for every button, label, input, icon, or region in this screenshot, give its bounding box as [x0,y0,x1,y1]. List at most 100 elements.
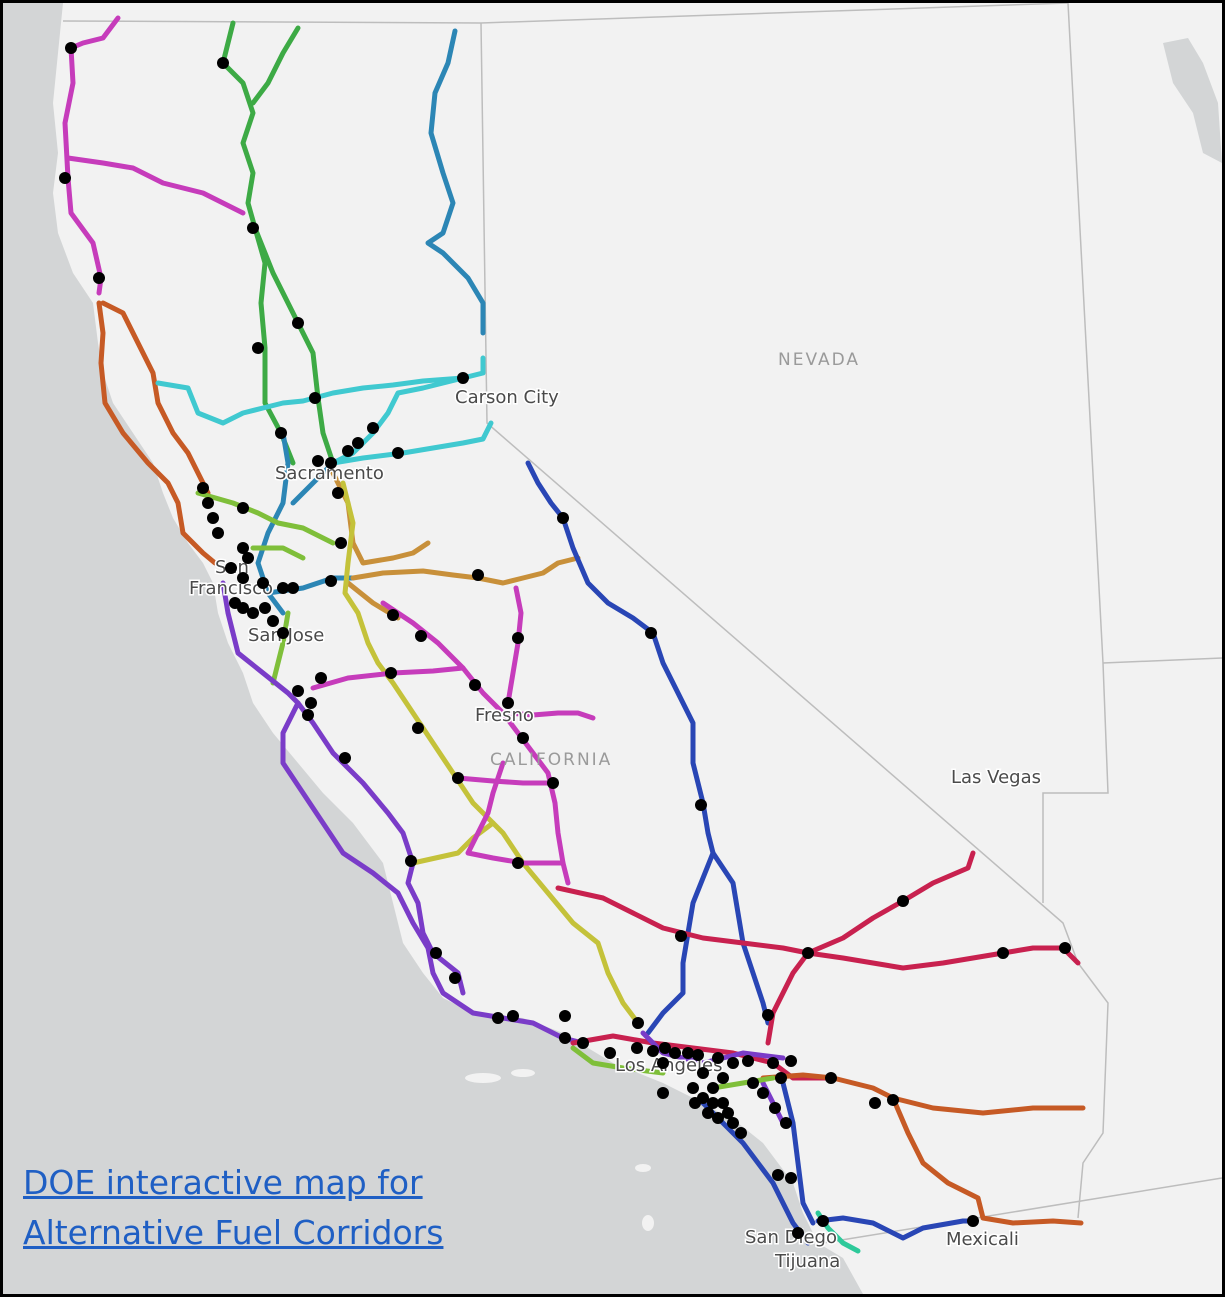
station-marker[interactable] [257,577,269,589]
station-marker[interactable] [869,1097,881,1109]
station-marker[interactable] [645,627,657,639]
station-marker[interactable] [825,1072,837,1084]
station-marker[interactable] [275,427,287,439]
station-marker[interactable] [769,1102,781,1114]
station-marker[interactable] [559,1032,571,1044]
station-marker[interactable] [197,482,209,494]
station-marker[interactable] [367,422,379,434]
station-marker[interactable] [259,602,271,614]
doe-map-link[interactable]: DOE interactive map for Alternative Fuel… [23,1158,443,1258]
station-marker[interactable] [392,447,404,459]
station-marker[interactable] [492,1012,504,1024]
station-marker[interactable] [767,1057,779,1069]
station-marker[interactable] [559,1010,571,1022]
station-marker[interactable] [415,630,427,642]
station-marker[interactable] [292,317,304,329]
station-marker[interactable] [237,542,249,554]
station-marker[interactable] [717,1097,729,1109]
station-marker[interactable] [352,437,364,449]
station-marker[interactable] [682,1047,694,1059]
station-marker[interactable] [242,552,254,564]
station-marker[interactable] [207,512,219,524]
station-marker[interactable] [775,1072,787,1084]
station-marker[interactable] [287,582,299,594]
station-marker[interactable] [512,632,524,644]
station-marker[interactable] [792,1227,804,1239]
station-marker[interactable] [212,527,224,539]
station-marker[interactable] [692,1049,704,1061]
station-marker[interactable] [469,679,481,691]
station-marker[interactable] [785,1172,797,1184]
station-marker[interactable] [897,895,909,907]
station-marker[interactable] [315,672,327,684]
station-marker[interactable] [252,342,264,354]
station-marker[interactable] [689,1097,701,1109]
station-marker[interactable] [657,1057,669,1069]
station-marker[interactable] [332,487,344,499]
station-marker[interactable] [312,455,324,467]
station-marker[interactable] [502,697,514,709]
station-marker[interactable] [647,1045,659,1057]
station-marker[interactable] [267,615,279,627]
station-marker[interactable] [247,222,259,234]
station-marker[interactable] [59,172,71,184]
station-marker[interactable] [762,1009,774,1021]
station-marker[interactable] [217,57,229,69]
station-marker[interactable] [385,667,397,679]
station-marker[interactable] [675,930,687,942]
station-marker[interactable] [517,732,529,744]
station-marker[interactable] [547,777,559,789]
station-marker[interactable] [747,1077,759,1089]
station-marker[interactable] [722,1107,734,1119]
station-marker[interactable] [780,1117,792,1129]
station-marker[interactable] [452,772,464,784]
station-marker[interactable] [697,1067,709,1079]
station-marker[interactable] [717,1072,729,1084]
station-marker[interactable] [339,752,351,764]
station-marker[interactable] [512,857,524,869]
link-line-2[interactable]: Alternative Fuel Corridors [23,1213,444,1252]
station-marker[interactable] [742,1055,754,1067]
station-marker[interactable] [687,1082,699,1094]
station-marker[interactable] [277,627,289,639]
station-marker[interactable] [472,569,484,581]
station-marker[interactable] [305,697,317,709]
station-marker[interactable] [237,602,249,614]
station-marker[interactable] [335,537,347,549]
station-marker[interactable] [817,1215,829,1227]
station-marker[interactable] [997,947,1009,959]
corridor-map[interactable]: NEVADA CALIFORNIA Carson City Sacramento… [3,3,1222,1294]
station-marker[interactable] [342,445,354,457]
station-marker[interactable] [507,1010,519,1022]
station-marker[interactable] [457,372,469,384]
station-marker[interactable] [302,709,314,721]
station-marker[interactable] [325,575,337,587]
map-frame[interactable]: NEVADA CALIFORNIA Carson City Sacramento… [3,3,1222,1294]
station-marker[interactable] [887,1094,899,1106]
station-marker[interactable] [631,1042,643,1054]
station-marker[interactable] [802,947,814,959]
link-line-1[interactable]: DOE interactive map for [23,1163,423,1202]
station-marker[interactable] [557,512,569,524]
station-marker[interactable] [247,607,259,619]
station-marker[interactable] [430,947,442,959]
station-marker[interactable] [292,685,304,697]
station-marker[interactable] [659,1042,671,1054]
station-marker[interactable] [277,582,289,594]
station-marker[interactable] [93,272,105,284]
station-marker[interactable] [695,799,707,811]
station-marker[interactable] [727,1057,739,1069]
station-marker[interactable] [707,1097,719,1109]
station-marker[interactable] [225,562,237,574]
station-marker[interactable] [65,42,77,54]
station-marker[interactable] [237,502,249,514]
station-marker[interactable] [712,1112,724,1124]
station-marker[interactable] [657,1087,669,1099]
station-marker[interactable] [712,1052,724,1064]
station-marker[interactable] [202,497,214,509]
station-marker[interactable] [727,1117,739,1129]
station-marker[interactable] [772,1169,784,1181]
station-marker[interactable] [757,1087,769,1099]
station-marker[interactable] [735,1127,747,1139]
station-marker[interactable] [702,1107,714,1119]
